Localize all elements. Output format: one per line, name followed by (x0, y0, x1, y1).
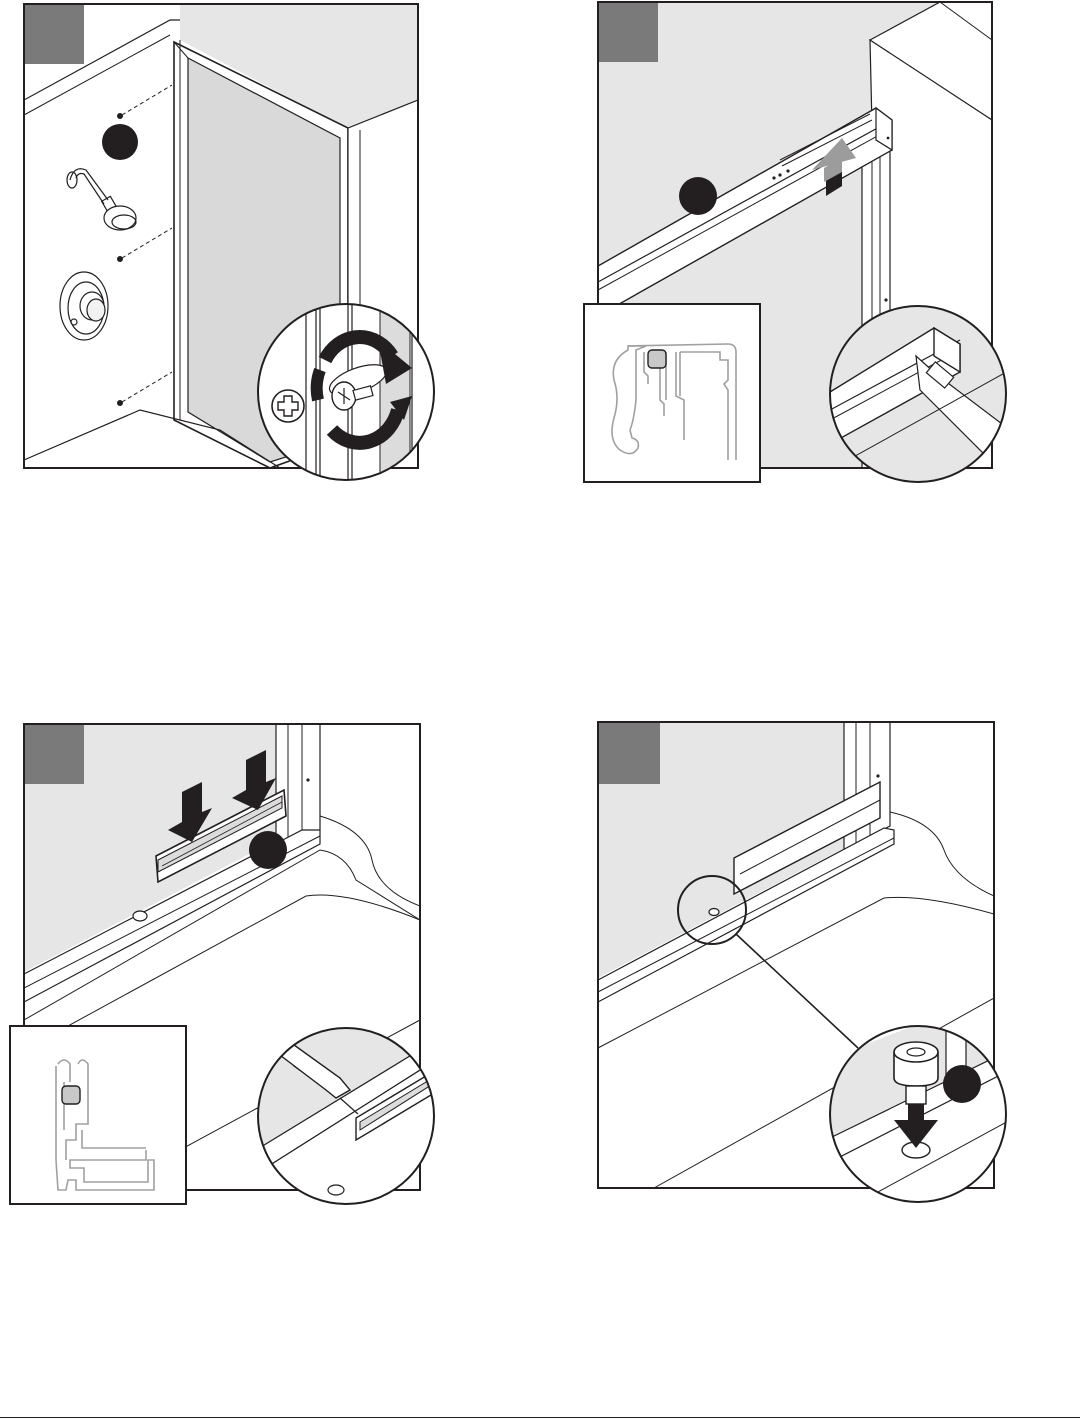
drain-hole (709, 909, 719, 916)
step-panel-1 (20, 0, 422, 484)
step-number-badge (24, 4, 84, 64)
step-panel-2 (580, 0, 1010, 486)
step-number-badge (24, 724, 84, 784)
step-number-badge (598, 722, 660, 784)
drain-hole (133, 911, 147, 921)
callout-dot (249, 831, 287, 869)
callout-dot (102, 124, 138, 160)
step-panel-4 (594, 718, 1014, 1208)
callout-dot (679, 177, 717, 215)
step-number-badge (598, 2, 658, 62)
page-bottom-rule (0, 1417, 1080, 1418)
valve-handle-icon (60, 272, 108, 340)
step-panel-3 (6, 720, 426, 1208)
step-4-illustration (594, 718, 1014, 1208)
phillips-screwdriver-icon (272, 390, 304, 422)
header-profile-detail (584, 304, 760, 482)
step-3-illustration (6, 720, 426, 1208)
sill-profile-detail (10, 1026, 186, 1204)
step-1-illustration (20, 0, 422, 484)
step-2-illustration (580, 0, 1010, 486)
callout-dot (943, 1065, 981, 1103)
